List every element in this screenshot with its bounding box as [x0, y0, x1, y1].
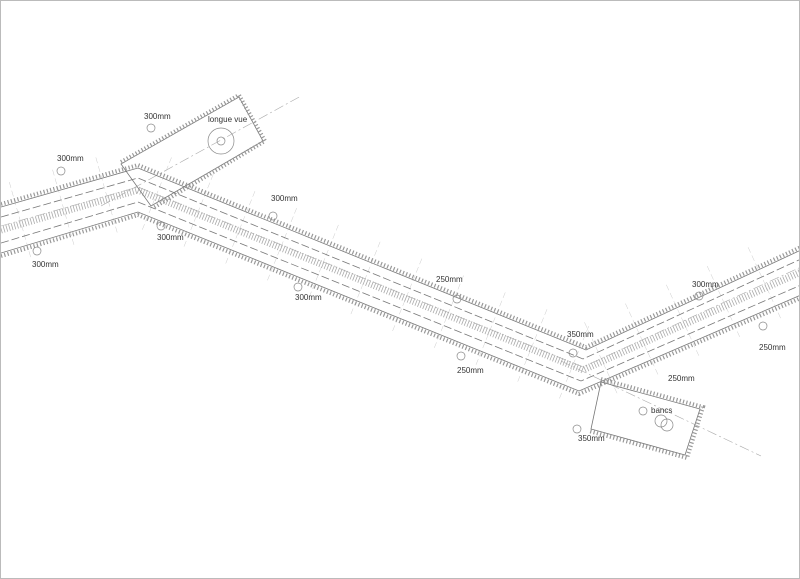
- dimension-label: 300mm: [295, 293, 322, 302]
- dimension-label: 350mm: [578, 434, 605, 443]
- dimension-label: 300mm: [692, 280, 719, 289]
- grid-line: [516, 309, 548, 384]
- dimension-label: 250mm: [436, 275, 463, 284]
- dimension-label: 300mm: [144, 112, 171, 121]
- grid-line: [308, 224, 339, 300]
- labels: longue vue bancs 300mm 300mm 300mm 300mm…: [32, 112, 786, 443]
- dimension-markers: [32, 123, 768, 434]
- lookout-platform: [120, 92, 268, 210]
- dimension-label: 250mm: [457, 366, 484, 375]
- grid-line: [266, 207, 297, 283]
- dimension-label: 300mm: [32, 260, 59, 269]
- grid-line: [141, 157, 172, 232]
- grid-line: [666, 284, 700, 358]
- benches-platform: [588, 377, 706, 461]
- benches-label: bancs: [651, 406, 672, 415]
- walkway-outline: [1, 162, 799, 397]
- dimension-label: 250mm: [668, 374, 695, 383]
- grid-line: [52, 169, 75, 247]
- dimension-label: 250mm: [759, 343, 786, 352]
- dimension-label: 300mm: [57, 154, 84, 163]
- grid-line: [95, 157, 118, 235]
- grid-line: [584, 322, 619, 396]
- lookout-label: longue vue: [208, 115, 248, 124]
- dimension-label: 300mm: [271, 194, 298, 203]
- dimension-label: 300mm: [157, 233, 184, 242]
- dimension-label: 350mm: [567, 330, 594, 339]
- centre-axes: [1, 95, 799, 457]
